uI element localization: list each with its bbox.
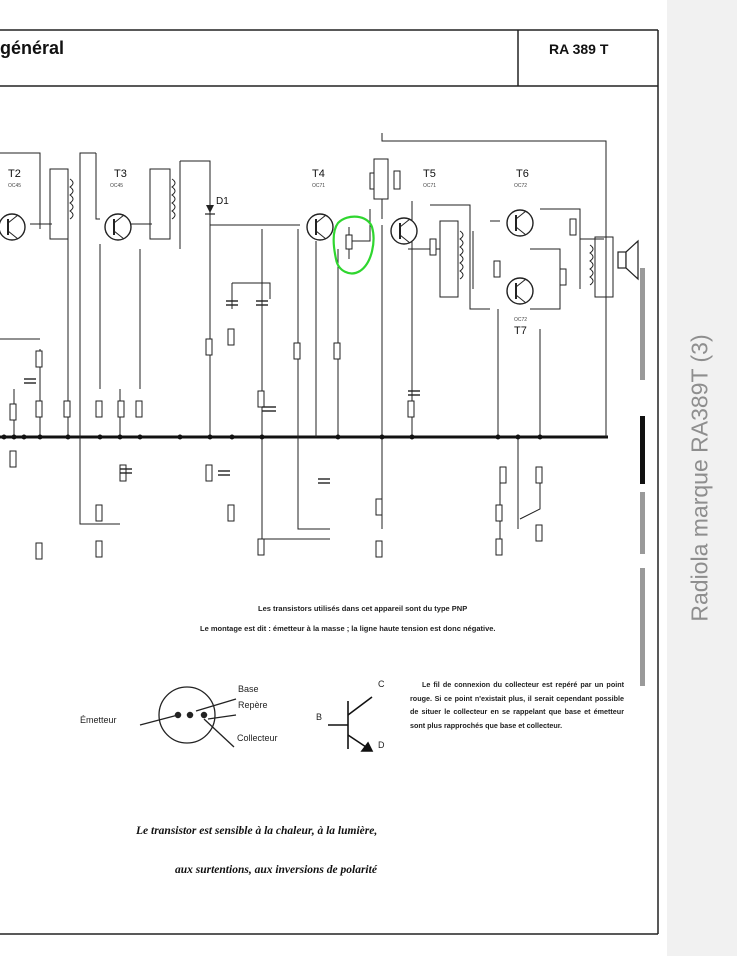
- scale-mark-active: [640, 416, 645, 484]
- highlight-annotation: [332, 215, 375, 275]
- scale-mark: [640, 268, 645, 380]
- diode-label: D1: [216, 196, 229, 207]
- transistor-t7: OC72 T7: [506, 277, 534, 337]
- transistor-label: T2: [8, 168, 21, 180]
- transistor-t5: T5 OC71: [390, 168, 436, 245]
- transistor-t3: T3 OC45: [104, 168, 132, 241]
- symbol-d-label: D: [378, 740, 385, 750]
- warning-line-1: Le transistor est sensible à la chaleur,…: [136, 825, 378, 837]
- warning-line-2: aux surtentions, aux inversions de polar…: [175, 864, 377, 876]
- transistor-label: T4: [312, 168, 325, 180]
- transistor-type: OC72: [514, 183, 527, 189]
- note-montage: Le montage est dit : émetteur à la masse…: [200, 624, 496, 633]
- transistor-t6: T6 OC72: [506, 168, 534, 237]
- page-title: général: [0, 38, 65, 58]
- highlighted-resistor: [345, 227, 353, 259]
- note-collector-connection: Le fil de connexion du collecteur est re…: [410, 680, 624, 730]
- transformers: [49, 168, 614, 298]
- header-frame: [0, 29, 659, 935]
- transistor-type: OC71: [312, 183, 325, 189]
- diode-d1: D1: [205, 196, 229, 215]
- scale-mark: [640, 568, 645, 686]
- transistor-type: OC45: [8, 183, 21, 189]
- capacitors: [24, 300, 420, 484]
- scale-mark: [640, 492, 645, 554]
- pinout-marker-label: Repère: [238, 700, 268, 710]
- supply-rail: [381, 133, 607, 437]
- symbol-base-label: B: [316, 712, 323, 722]
- pinout-base-label: Base: [238, 684, 259, 694]
- resistors: [9, 158, 577, 560]
- schematic-diagram: D1 T2 OC45 T3 OC45 T4 OC71 T5 OC71 T6 OC…: [0, 29, 659, 935]
- transistor-type: OC71: [423, 183, 436, 189]
- transistor-label: T3: [114, 168, 127, 180]
- pinout-emitter-label: Émetteur: [80, 715, 117, 725]
- transistor-label: T7: [514, 325, 527, 337]
- loudspeaker-icon: [617, 239, 639, 281]
- junction-dots: [1, 434, 543, 440]
- schematic-page: [0, 9, 668, 944]
- transistor-t2: T2 OC45: [0, 168, 26, 241]
- transistor-label: T5: [423, 168, 436, 180]
- side-panel: [667, 0, 737, 956]
- side-title: Radiola marque RA389T (3): [686, 334, 713, 622]
- transistor-type: OC72: [514, 317, 527, 323]
- note-pnp: Les transistors utilisés dans cet appare…: [258, 604, 468, 613]
- model-reference: RA 389 T: [549, 41, 609, 57]
- transistor-type: OC45: [110, 183, 123, 189]
- transistor-label: T6: [516, 168, 529, 180]
- transistor-symbol: [328, 696, 374, 752]
- pinout-diagram: [139, 686, 237, 748]
- transistor-t4: T4 OC71: [306, 168, 334, 241]
- pinout-collector-label: Collecteur: [237, 733, 278, 743]
- symbol-collector-label: C: [378, 679, 385, 689]
